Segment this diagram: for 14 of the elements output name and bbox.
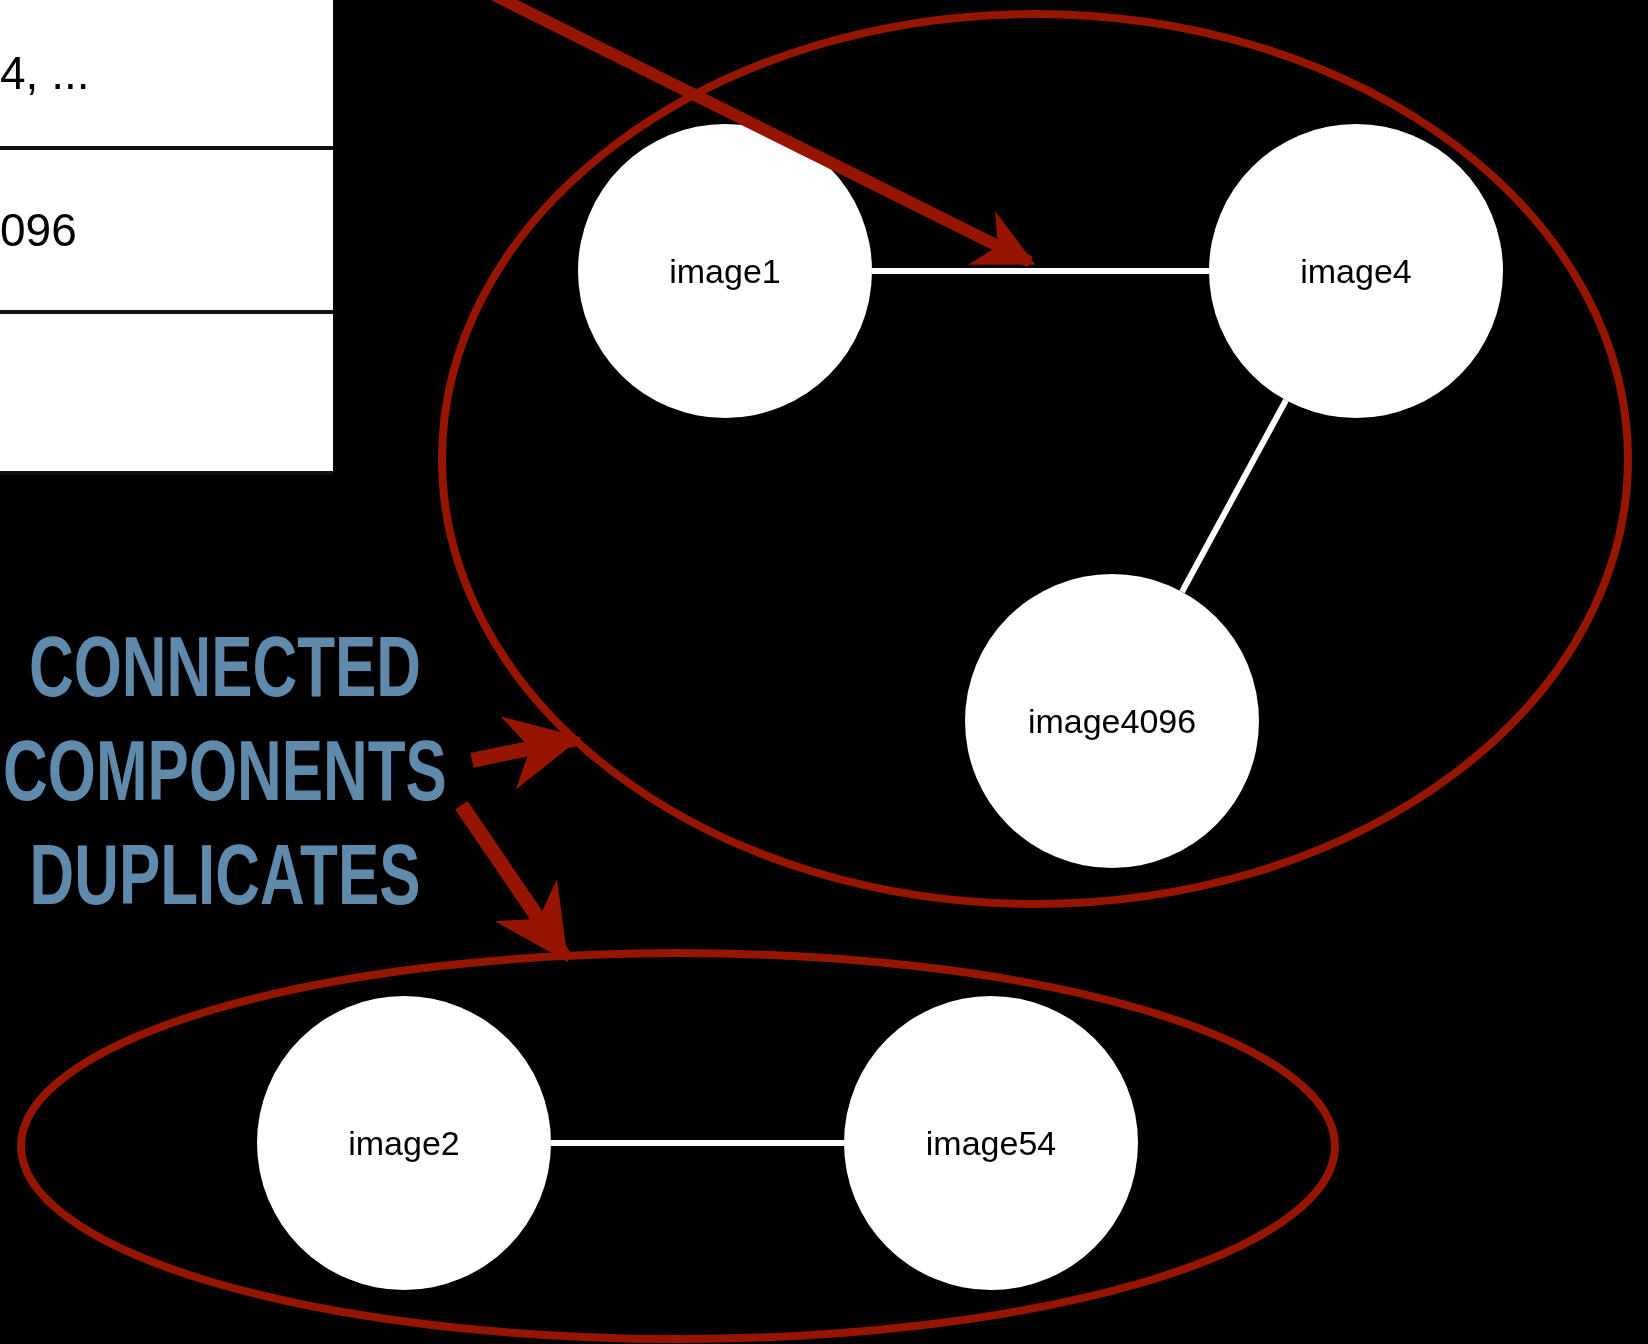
arrow: [455, 801, 571, 963]
node-label: image54: [925, 1123, 1057, 1163]
node-label: image2: [348, 1123, 460, 1163]
connector-line: [551, 1140, 844, 1146]
connector-line: [1179, 398, 1289, 594]
node-label: image1: [669, 251, 781, 291]
connector-line: [872, 268, 1209, 274]
cell-text: 4, ...: [0, 46, 90, 100]
cell-text: 096: [0, 203, 77, 257]
node-label: image4: [1300, 251, 1412, 291]
node-label: image4096: [1027, 701, 1197, 741]
annotation-label: CONNECTED COMPONENTS DUPLICATES: [3, 617, 447, 924]
group-ellipse: [15, 947, 1341, 1344]
arrow: [470, 716, 582, 790]
